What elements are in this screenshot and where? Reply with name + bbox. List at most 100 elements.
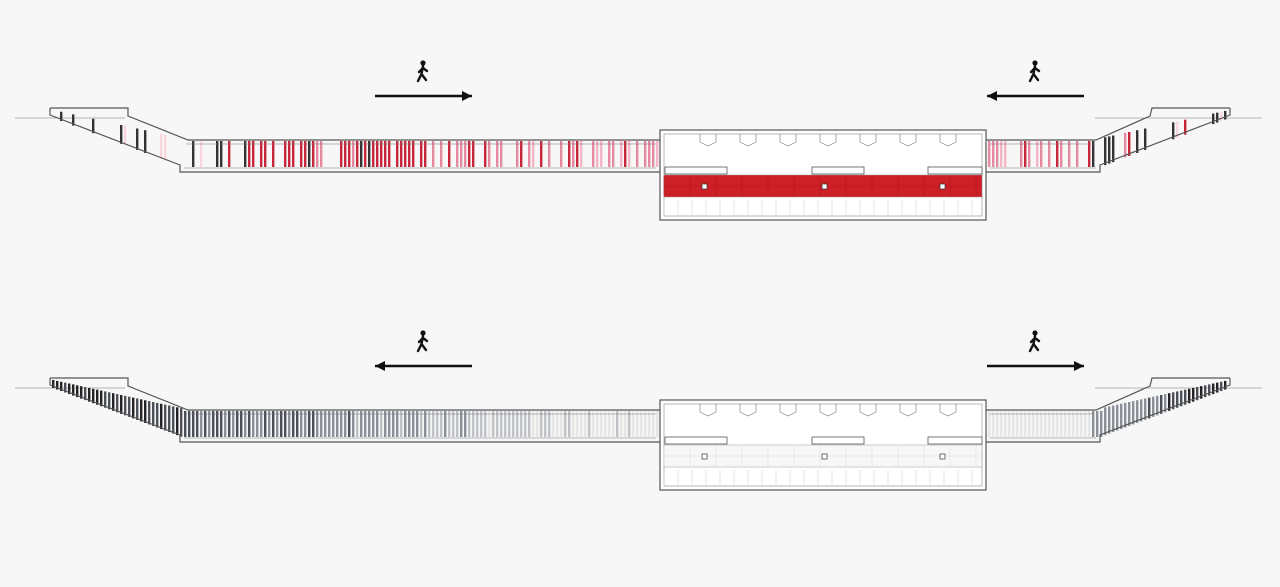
tunnel-band	[1220, 381, 1223, 392]
tunnel-band	[1140, 399, 1143, 422]
tunnel-band	[356, 411, 359, 437]
tunnel-band	[376, 411, 379, 437]
tunnel-band	[1144, 128, 1147, 150]
tunnel-band	[476, 411, 479, 437]
tunnel-band	[408, 411, 411, 437]
tunnel-band	[632, 411, 635, 437]
tunnel-band	[220, 411, 223, 437]
tunnel-band	[1028, 411, 1031, 437]
tunnel-band	[1212, 383, 1215, 395]
tunnel-band	[488, 411, 491, 437]
tunnel-band	[324, 411, 327, 437]
tunnel-band	[1196, 387, 1199, 401]
tunnel-band	[420, 141, 423, 167]
tunnel-band	[1160, 394, 1163, 414]
tunnel-band	[60, 381, 63, 392]
tunnel-band	[344, 411, 347, 437]
tunnel-band	[68, 383, 71, 395]
tunnel-band	[1204, 385, 1207, 398]
tunnel-band	[392, 411, 395, 437]
tunnel-band	[100, 390, 103, 407]
tunnel-band	[644, 141, 647, 167]
tunnel-band	[120, 124, 123, 144]
tunnel-band	[160, 403, 163, 430]
tunnel-band	[1088, 141, 1091, 167]
tunnel-band	[1112, 405, 1115, 433]
pedestrian-head	[420, 330, 426, 336]
tunnel-band	[1128, 402, 1131, 426]
tunnel-band	[1112, 135, 1115, 163]
tunnel-band	[1032, 411, 1035, 437]
tunnel-band	[1132, 401, 1135, 425]
tunnel-band	[1212, 113, 1215, 125]
tunnel-band	[1064, 411, 1067, 437]
tunnel-band	[652, 141, 655, 167]
tunnel-band	[344, 141, 347, 167]
tunnel-band	[580, 141, 583, 167]
tunnel-band	[1036, 141, 1039, 167]
ceiling-beam	[699, 134, 717, 147]
tunnel-band	[252, 141, 255, 167]
tunnel-band	[1216, 112, 1219, 123]
left-walking-person-icon	[416, 330, 429, 353]
tunnel-band	[1124, 402, 1127, 428]
tunnel-band	[412, 141, 415, 167]
tunnel-band	[596, 141, 599, 167]
tunnel-band	[652, 411, 655, 437]
tunnel-band	[1116, 404, 1119, 431]
tunnel-band	[244, 141, 247, 167]
tunnel-band	[1048, 141, 1051, 167]
tunnel-band	[120, 394, 123, 414]
tunnel-band	[292, 141, 295, 167]
tunnel-band	[288, 411, 291, 437]
tunnel-band	[992, 411, 995, 437]
tunnel-band	[160, 133, 163, 160]
tunnel-band	[88, 387, 91, 402]
tunnel-band	[1084, 411, 1087, 437]
tunnel-band	[200, 411, 203, 437]
tunnel-band	[276, 411, 279, 437]
tunnel-band	[496, 411, 499, 437]
tunnel-band	[1068, 411, 1071, 437]
tunnel-band	[1224, 380, 1227, 390]
tunnel-band	[440, 411, 443, 437]
tunnel-band	[524, 411, 527, 437]
right-walking-person-icon	[1028, 60, 1041, 83]
tunnel-band	[1224, 110, 1227, 120]
tunnel-band	[1020, 411, 1023, 437]
tunnel-band	[232, 411, 235, 437]
ceiling-beam	[819, 134, 837, 147]
tunnel-band	[432, 141, 435, 167]
ceiling-beam	[899, 134, 917, 147]
tunnel-band	[1184, 389, 1187, 405]
tunnel-band	[64, 382, 67, 393]
tunnel-band	[1068, 141, 1071, 167]
pedestrian-body	[1028, 64, 1041, 83]
tunnel-band	[620, 141, 623, 167]
tunnel-band	[380, 141, 383, 167]
tunnel-band	[92, 388, 95, 404]
tunnel-band	[136, 398, 139, 420]
ceiling-beam	[699, 404, 717, 417]
tunnel-band	[1004, 141, 1007, 167]
tunnel-band	[168, 405, 171, 433]
tunnel-band	[628, 141, 631, 167]
tunnel-band	[316, 141, 319, 167]
pedestrian-head	[420, 60, 426, 66]
tunnel-band	[1216, 382, 1219, 393]
tunnel-band	[228, 411, 231, 437]
tunnel-band	[204, 411, 207, 437]
pedestrian-head	[1032, 330, 1038, 336]
tunnel-bands	[52, 380, 1227, 437]
tunnel-band	[220, 141, 223, 167]
tunnel-band	[1184, 119, 1187, 135]
tunnel-band	[452, 411, 455, 437]
tunnel-band	[216, 411, 219, 437]
tunnel-band	[228, 141, 231, 167]
tunnel-band	[280, 411, 283, 437]
tunnel-band	[272, 411, 275, 437]
tunnel-band	[372, 411, 375, 437]
tunnel-band	[328, 411, 331, 437]
tunnel-band	[388, 411, 391, 437]
tunnel-band	[1044, 411, 1047, 437]
